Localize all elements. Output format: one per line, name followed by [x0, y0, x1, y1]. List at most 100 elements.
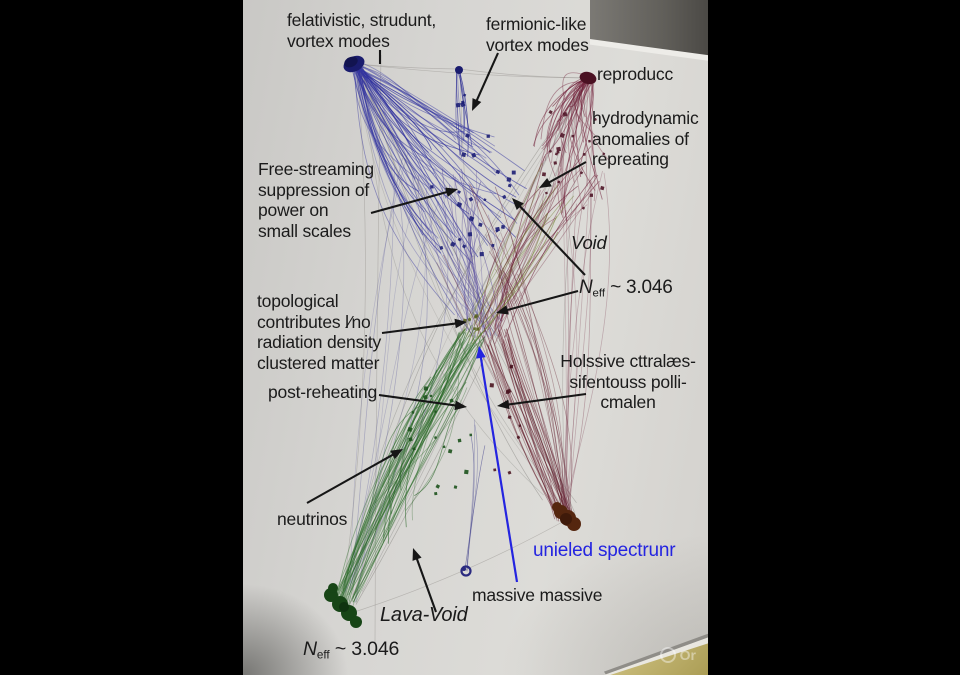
- hull-line: [344, 519, 567, 616]
- graph-strand: [335, 332, 467, 594]
- label-text: unieled spectrunr: [533, 540, 676, 561]
- graph-strand: [353, 64, 552, 490]
- graph-strand: [358, 64, 483, 306]
- graph-strand: [564, 78, 590, 222]
- graph-strand: [483, 335, 562, 519]
- graph-strand: [496, 174, 537, 342]
- graph-node: [507, 183, 512, 188]
- graph-strand: [565, 203, 577, 516]
- graph-strand: [568, 180, 592, 518]
- graph-node: [462, 244, 467, 249]
- graph-node: [553, 161, 558, 165]
- graph-strand: [564, 180, 592, 513]
- graph-node: [468, 196, 474, 202]
- graph-node: [562, 111, 568, 117]
- graph-node: [442, 445, 446, 449]
- label-text: sifentouss polli-: [569, 371, 687, 392]
- screen-corner: [604, 627, 708, 675]
- graph-node: [456, 201, 463, 208]
- graph-strand: [588, 77, 596, 202]
- graph-strand: [466, 191, 479, 324]
- arrow-holssive-head: [497, 399, 510, 410]
- graph-strand: [440, 235, 484, 334]
- graph-strand: [556, 81, 588, 123]
- graph-strand: [466, 190, 479, 336]
- arrow-holssive: [505, 392, 587, 406]
- label-text: massive massive: [472, 585, 603, 605]
- cluster-blob: [339, 602, 349, 612]
- graph-node: [473, 327, 477, 331]
- arrow-spectrum-head: [476, 346, 486, 359]
- graph-strand: [562, 172, 611, 513]
- graph-node: [412, 447, 416, 451]
- graph-strand: [354, 67, 455, 316]
- label-holssive: Holssive cttralæs-sifentouss polli-cmale…: [560, 351, 696, 413]
- graph-strand: [334, 344, 472, 603]
- graph-node: [509, 364, 514, 369]
- label-text: clustered matter: [257, 352, 380, 373]
- graph-node: [439, 245, 444, 250]
- hull-line: [356, 63, 460, 70]
- graph-strand: [349, 207, 427, 589]
- arrow-topological-head: [454, 318, 467, 329]
- label-text: reproducc: [597, 64, 674, 84]
- graph-strand: [459, 69, 469, 157]
- arrow-neutrinos-head: [390, 449, 403, 460]
- label-lava-void: Lava-Void: [380, 604, 468, 628]
- graph-strand: [489, 194, 592, 340]
- graph-node: [464, 469, 469, 475]
- watermark: Or: [659, 647, 696, 663]
- graph-strand: [462, 162, 543, 334]
- graph-node: [489, 383, 494, 388]
- graph-strand: [388, 369, 438, 544]
- graph-strand: [356, 67, 474, 265]
- graph-strand: [495, 268, 564, 508]
- graph-strand: [457, 72, 462, 155]
- graph-strand: [405, 372, 460, 511]
- label-text: N: [579, 277, 593, 298]
- graph-strand: [479, 185, 579, 331]
- graph-strand: [500, 153, 547, 322]
- graph-strand: [503, 341, 568, 511]
- graph-node: [478, 222, 483, 227]
- graph-strand: [482, 204, 588, 334]
- graph-node: [459, 101, 466, 108]
- graph-strand: [509, 229, 564, 510]
- graph-strand: [485, 216, 550, 327]
- graph-strand: [494, 168, 562, 329]
- graph-strand: [559, 79, 591, 209]
- graph-strand: [483, 290, 569, 510]
- graph-node: [582, 153, 586, 156]
- label-text: Void: [571, 232, 607, 253]
- graph-strand: [448, 184, 475, 332]
- label-text: small scales: [258, 220, 351, 241]
- graph-node: [434, 492, 438, 496]
- circle-icon: [659, 647, 676, 663]
- cluster-blob: [350, 616, 362, 628]
- graph-node: [495, 169, 501, 175]
- graph-strand: [348, 332, 460, 596]
- graph-node: [507, 470, 512, 475]
- graph-node: [411, 410, 415, 414]
- graph-node: [545, 191, 548, 195]
- graph-strand: [487, 214, 503, 333]
- graph-strand: [356, 62, 454, 234]
- graph-strand: [466, 435, 475, 571]
- arrow-hydrodynamic-head: [539, 177, 552, 188]
- graph-strand: [571, 81, 590, 150]
- graph-node: [435, 484, 441, 489]
- graph-strand: [494, 186, 566, 508]
- graph-strand: [573, 77, 588, 209]
- label-text: Holssive cttralæs-: [560, 351, 696, 371]
- arrow-post-reheating-head: [454, 400, 467, 411]
- graph-strand: [343, 341, 464, 592]
- graph-node: [571, 134, 575, 138]
- label-text: Free-streaming: [258, 159, 374, 179]
- graph-strand: [483, 189, 553, 319]
- graph-strand: [455, 72, 462, 158]
- graph-strand: [352, 62, 432, 161]
